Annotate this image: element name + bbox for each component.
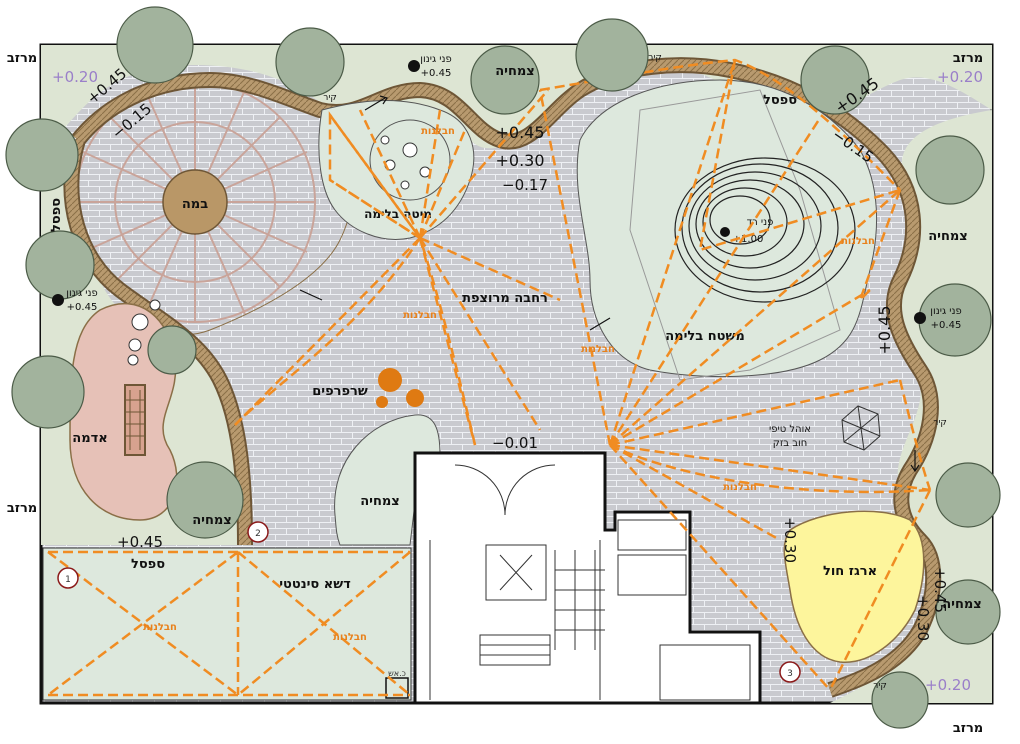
edge-label-ne: מרזב	[953, 51, 983, 66]
edge-label-se: מרזב	[953, 721, 983, 736]
bench-label-w: ספסל	[49, 198, 64, 232]
climbing-table-label: מיטה בלימה	[364, 207, 432, 221]
svg-text:פני גינון: פני גינון	[420, 54, 451, 65]
edge-label-w: מרזב	[7, 501, 37, 516]
svg-text:חבלנות: חבלנות	[333, 632, 367, 643]
svg-text:2: 2	[255, 529, 261, 539]
svg-text:+0.45: +0.45	[931, 567, 949, 613]
svg-text:חבלנות: חבלנות	[421, 126, 455, 137]
edge-label-nw: מרזב	[7, 51, 37, 66]
svg-text:חבלנות: חבלנות	[581, 344, 615, 355]
svg-text:קיר: קיר	[873, 681, 886, 691]
sandbox-area	[783, 510, 925, 663]
svg-text:קיר: קיר	[323, 93, 336, 103]
svg-text:+0.20: +0.20	[937, 68, 983, 86]
svg-text:קיר: קיר	[933, 418, 946, 428]
svg-text:1: 1	[65, 575, 71, 585]
svg-text:+1.00: +1.00	[733, 234, 764, 245]
svg-text:קיר: קיר	[648, 53, 661, 63]
svg-text:אוהל טיפי: אוהל טיפי	[769, 424, 811, 435]
climbing-rings	[674, 157, 856, 303]
svg-text:כ.אש: כ.אש	[388, 669, 406, 678]
svg-text:+0.20: +0.20	[52, 68, 98, 86]
svg-text:+0.30: +0.30	[781, 517, 799, 563]
plants-label-east: צמחיה	[928, 229, 968, 244]
plants-label-north: צמחיה	[495, 64, 535, 79]
svg-text:−0.01: −0.01	[492, 434, 538, 452]
svg-text:+0.30: +0.30	[495, 151, 544, 170]
svg-text:+0.45: +0.45	[495, 123, 544, 142]
sandbox-label: ארגז חול	[823, 564, 877, 579]
bench-label-s: ספסל	[131, 557, 165, 572]
trampoline-1	[378, 368, 402, 392]
plants-label-center: צמחיה	[360, 494, 400, 509]
svg-text:פני רד: פני רד	[747, 217, 774, 228]
svg-text:+0.45: +0.45	[931, 320, 962, 331]
building-details	[429, 464, 751, 701]
svg-text:+0.20: +0.20	[925, 676, 971, 694]
bench-label-ne: ספסל	[763, 93, 797, 108]
svg-text:−0.17: −0.17	[502, 176, 548, 194]
stage-label: במה	[182, 197, 208, 212]
svg-text:פני גינון: פני גינון	[66, 288, 97, 299]
garden-face-markers	[52, 60, 926, 324]
svg-text:חוב בזק: חוב בזק	[773, 438, 808, 449]
trees	[5, 6, 1001, 729]
svg-text:חבלנות: חבלנות	[723, 482, 757, 493]
ladder	[124, 384, 146, 456]
rope-net-lines	[47, 58, 932, 697]
trampolines-label: שרפרפים	[312, 384, 368, 399]
svg-text:+0.45: +0.45	[875, 305, 894, 354]
hex-pergola	[841, 405, 881, 451]
synthetic-grass-label: דשא סינטטי	[279, 577, 351, 592]
svg-text:חבלנות: חבלנות	[403, 310, 437, 321]
svg-text:+0.45: +0.45	[117, 533, 163, 551]
synthetic-grass-area	[42, 547, 412, 701]
svg-text:+0.30: +0.30	[914, 595, 932, 641]
svg-text:חבלנות: חבלנות	[143, 622, 177, 633]
plants-label-sw: צמחיה	[192, 513, 232, 528]
svg-text:+0.45: +0.45	[421, 68, 452, 79]
svg-text:חבלנות: חבלנות	[841, 236, 875, 247]
dirt-label: אדמה	[72, 431, 107, 446]
trampoline-3	[376, 396, 388, 408]
plaza-label: רחבה מרוצפת	[462, 291, 548, 306]
stage-circle	[162, 169, 228, 235]
climbing-surface-label: משטח בלימה	[665, 329, 745, 344]
east-plant-strip	[830, 110, 992, 703]
center-mark	[720, 227, 730, 237]
svg-text:פני גינון: פני גינון	[930, 306, 961, 317]
svg-text:3: 3	[787, 669, 793, 679]
plants-label-se: צמחיה	[942, 597, 982, 612]
trampoline-2	[406, 389, 424, 407]
svg-text:+0.45: +0.45	[67, 302, 98, 313]
